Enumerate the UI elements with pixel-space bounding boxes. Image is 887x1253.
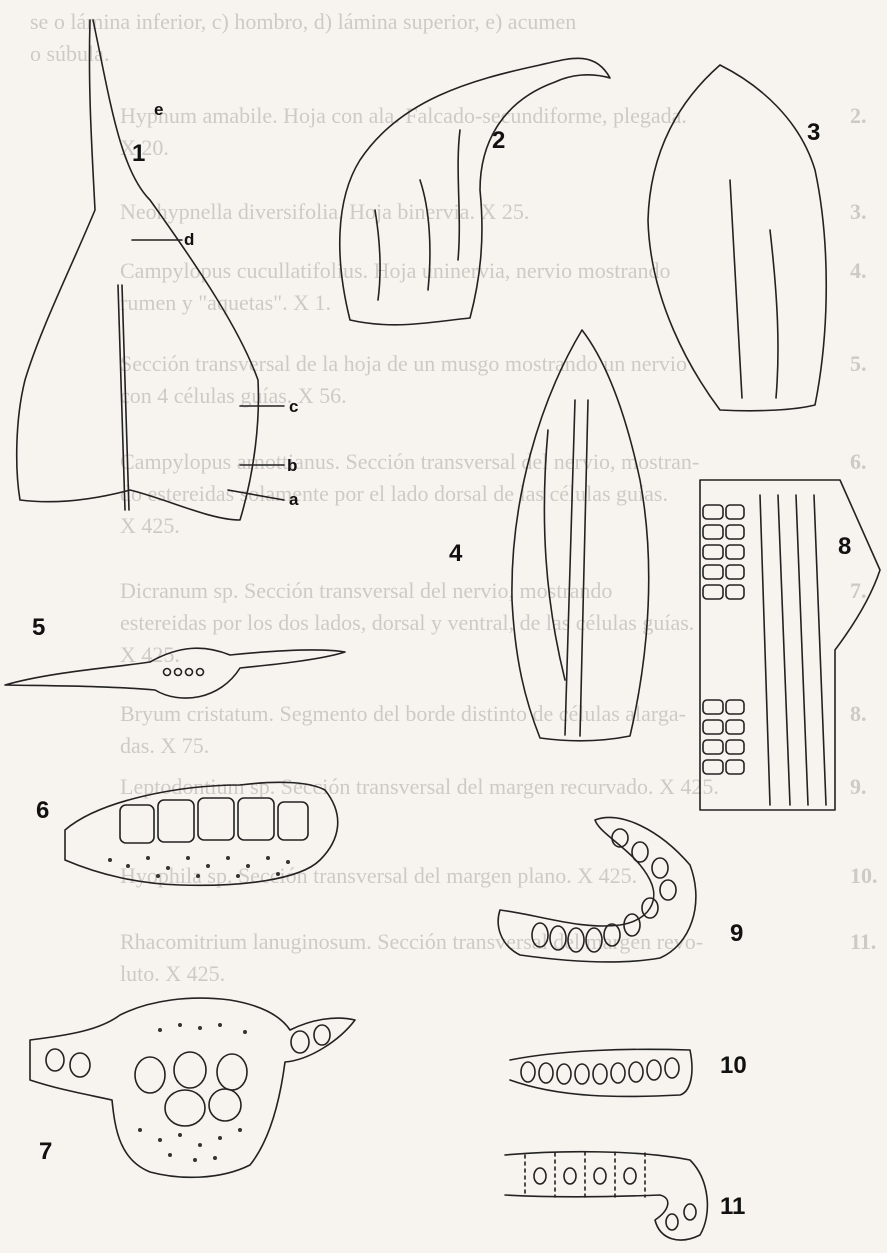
- figure-2-leaf-outline: [340, 58, 610, 325]
- figure-number-7: 7: [39, 1138, 52, 1166]
- part-label-a: a: [289, 490, 298, 510]
- figure-number-8: 8: [838, 533, 851, 561]
- figure-number-10: 10: [720, 1052, 747, 1080]
- figure-11-section: [505, 1152, 707, 1240]
- figure-1-leaf-outline: [17, 20, 284, 520]
- figure-8-cells: [700, 480, 880, 810]
- figure-4-leaf-outline: [512, 330, 649, 741]
- figure-number-2: 2: [492, 127, 505, 155]
- figure-number-9: 9: [730, 920, 743, 948]
- figure-3-leaf-outline: [648, 65, 826, 411]
- figure-7-section: [30, 998, 355, 1177]
- pointer-a: [228, 490, 284, 500]
- part-label-b: b: [287, 456, 297, 476]
- figure-number-5: 5: [32, 614, 45, 642]
- figure-number-1: 1: [132, 140, 145, 168]
- figure-number-11: 11: [720, 1193, 745, 1221]
- figure-10-section: [510, 1049, 692, 1096]
- figure-number-4: 4: [449, 540, 462, 568]
- figure-number-3: 3: [807, 119, 820, 147]
- figure-9-section: [498, 817, 696, 962]
- part-label-d: d: [184, 230, 194, 250]
- figure-5-section: [5, 648, 345, 698]
- figure-6-section: [65, 782, 338, 885]
- part-label-c: c: [289, 397, 298, 417]
- part-label-e: e: [154, 100, 163, 120]
- figure-number-6: 6: [36, 797, 49, 825]
